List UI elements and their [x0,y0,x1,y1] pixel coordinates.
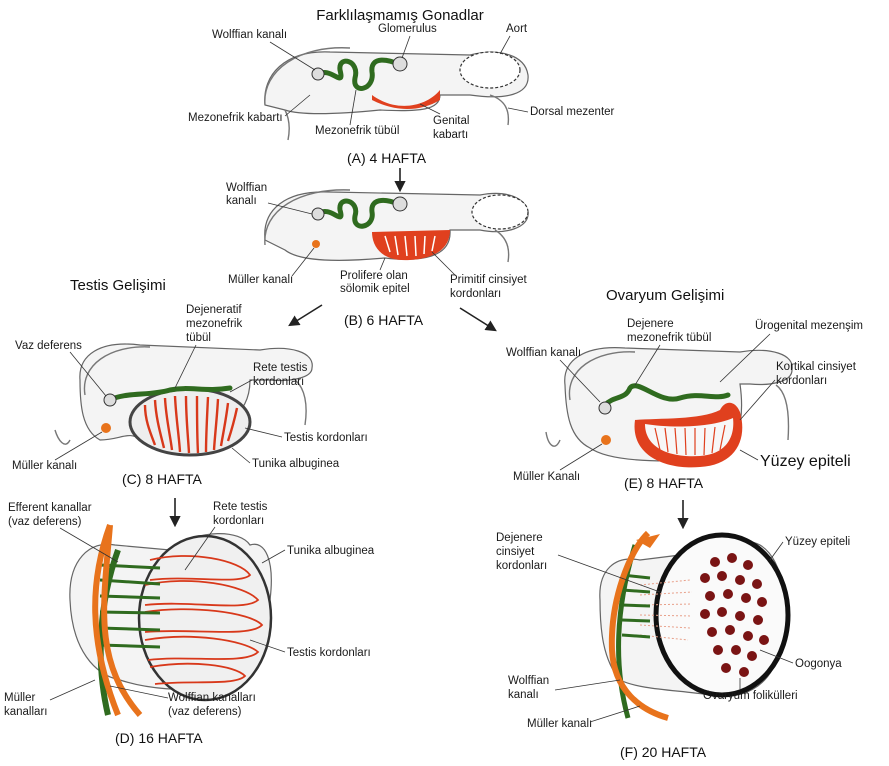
label-primitif-1: Primitif cinsiyet [450,274,527,286]
glomerulus-a [393,57,407,71]
stage-e-caption: (E) 8 HAFTA [624,475,704,491]
label-dejenere-f-1: Dejenere [496,532,543,544]
stage-b-caption: (B) 6 HAFTA [344,312,424,328]
stage-c-drawing [55,344,312,455]
label-wolffian-a: Wolffian kanalı [212,29,287,41]
label-primitif-2: kordonları [450,288,501,300]
muller-duct-e [601,435,611,445]
label-mezonefrik-tubul: Mezonefrik tübül [315,125,399,137]
label-prolifere-1: Prolifere olan [340,270,408,282]
stage-e-drawing [546,348,792,468]
label-dejeneratif-3: tübül [186,332,211,344]
stage-a-caption: (A) 4 HAFTA [347,150,427,166]
aorta-shape [460,52,520,88]
label-muller-e: Müller Kanalı [513,471,580,483]
label-efferent-2: (vaz deferens) [8,516,82,528]
label-dejenere-f-2: cinsiyet [496,546,535,558]
stage-c-caption: (C) 8 HAFTA [122,471,203,487]
label-vaz-deferens: Vaz deferens [15,340,82,352]
label-prolifere-2: sölomik epitel [340,283,410,295]
wolffian-duct-a [312,68,324,80]
label-rete-d-2: kordonları [213,515,264,527]
label-yuzey-f: Yüzey epiteli [785,536,850,548]
label-wolffian-f-1: Wolffian [508,675,549,687]
label-glomerulus: Glomerulus [378,23,437,35]
label-mezonefrik-kabarti: Mezonefrik kabartı [188,112,283,124]
label-dejeneratif-2: mezonefrik [186,318,242,330]
label-rete-c-1: Rete testis [253,362,308,374]
ovary-heading: Ovaryum Gelişimi [606,287,724,304]
label-wolffian-b-1: Wolffian [226,182,267,194]
stage-b-drawing [265,190,528,262]
label-dejenere-f-3: kordonları [496,560,547,572]
label-testis-kordonlari-d: Testis kordonları [287,647,371,659]
label-wolffian-d-1: Wolffian kanalları [168,692,256,704]
label-rete-c-2: kordonları [253,376,304,388]
label-genital-1: Genital [433,115,469,127]
stage-d-drawing [70,525,271,715]
label-kortikal-2: kordonları [776,375,827,387]
label-aort: Aort [506,23,528,35]
arrow-b-to-e [460,308,495,330]
testis-heading: Testis Gelişimi [70,277,166,294]
label-muller-b: Müller kanalı [228,274,293,286]
stage-d-caption: (D) 16 HAFTA [115,730,203,746]
label-muller-c: Müller kanalı [12,460,77,472]
label-urogenital: Ürogenital mezenşim [755,320,863,332]
stage-f-caption: (F) 20 HAFTA [620,744,707,760]
label-dejenere-e-2: mezonefrik tübül [627,332,711,344]
label-efferent-1: Efferent kanallar [8,502,92,514]
label-tunika-c: Tunika albuginea [252,458,340,470]
label-rete-d-1: Rete testis [213,501,268,513]
label-wolffian-d-2: (vaz deferens) [168,706,242,718]
label-dejenere-e-1: Dejenere [627,318,674,330]
label-oogonya: Oogonya [795,658,842,670]
arrow-b-to-c [290,305,322,325]
label-tunika-d: Tunika albuginea [287,545,375,557]
label-muller-f: Müller kanalı [527,718,592,730]
label-muller-d-2: kanalları [4,706,47,718]
label-muller-d-1: Müller [4,692,35,704]
label-testis-kordonlari-c: Testis kordonları [284,432,368,444]
label-wolffian-e: Wolffian kanalı [506,347,581,359]
label-genital-2: kabartı [433,129,468,141]
label-dorsal-mezenter: Dorsal mezenter [530,106,615,118]
label-wolffian-b-2: kanalı [226,195,257,207]
label-folikul: Ovaryum folikülleri [703,690,798,702]
label-kortikal-1: Kortikal cinsiyet [776,361,857,373]
label-yuzey-e: Yüzey epiteli [760,453,851,470]
muller-duct-b [312,240,320,248]
label-dejeneratif-1: Dejeneratif [186,304,242,316]
muller-duct-c [101,423,111,433]
page-title: Farklılaşmamış Gonadlar [316,7,484,24]
label-wolffian-f-2: kanalı [508,689,539,701]
